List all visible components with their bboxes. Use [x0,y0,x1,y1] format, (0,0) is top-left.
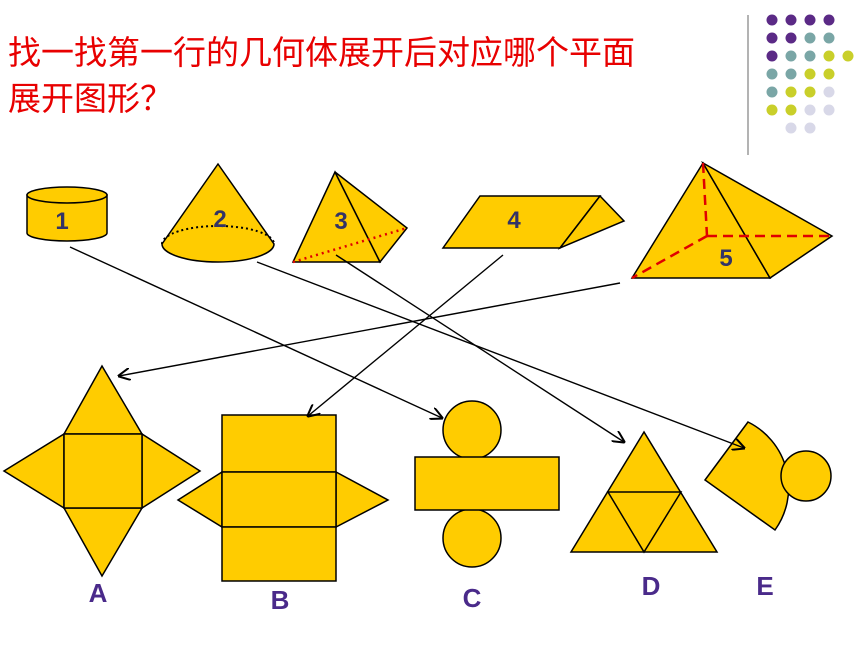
solid-3-label: 3 [334,208,347,235]
solid-5-square-pyramid[interactable]: 5 [630,160,834,280]
net-a-label: A [89,578,108,608]
net-b-triangular-prism[interactable]: B [176,414,390,615]
arrow-2-to-e [256,261,744,448]
solid-4-label: 4 [507,207,521,234]
solid-4-triangular-prism[interactable]: 4 [441,194,626,250]
arrow-5-to-a [119,282,621,376]
arrow-1-to-c [69,246,442,418]
net-e-cone[interactable]: E [703,421,832,601]
net-c-label: C [463,583,482,613]
net-a-square-pyramid[interactable]: A [2,364,202,608]
match-arrows [69,246,744,448]
arrow-3-to-d [335,254,624,442]
net-b-label: B [271,585,290,615]
title-line-2: 展开图形？ [8,79,173,118]
net-d-triangular-pyramid[interactable]: D [569,430,719,601]
solid-1-label: 1 [55,208,68,235]
title-line-1: 找一找第一行的几何体展开后对应哪个平面 [8,33,635,72]
solid-2-cone[interactable]: 2 [161,162,275,263]
solid-2-label: 2 [213,206,226,233]
solid-3-triangular-pyramid[interactable]: 3 [291,170,409,264]
page-title: 找一找第一行的几何体展开后对应哪个平面 展开图形？ [8,30,748,122]
net-c-cylinder[interactable]: C [414,400,560,613]
solid-5-label: 5 [719,245,732,272]
decorative-dots [766,14,854,134]
solid-1-cylinder[interactable]: 1 [26,186,108,242]
net-e-label: E [756,571,773,601]
net-d-label: D [642,571,661,601]
arrow-4-to-b [308,254,504,416]
